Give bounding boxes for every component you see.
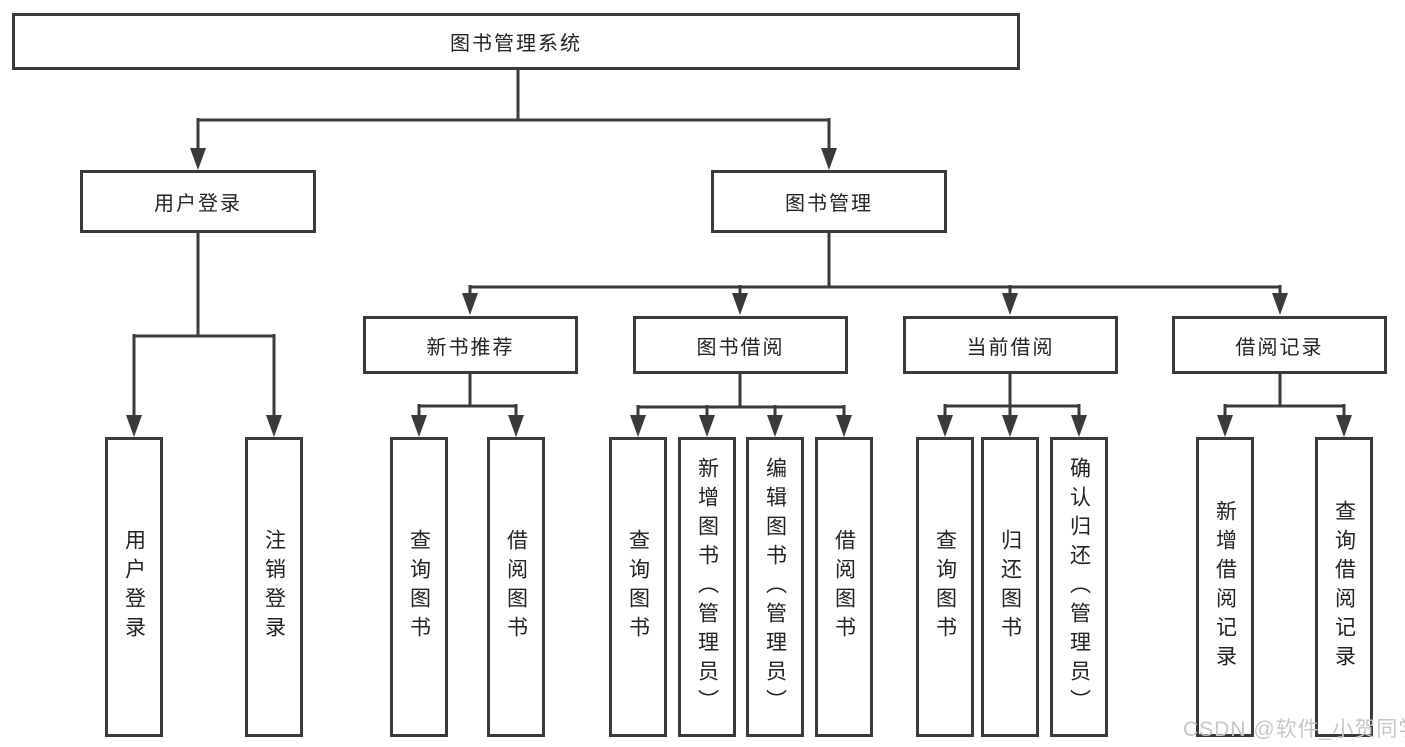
arrowhead (1002, 293, 1018, 315)
arrowhead (1071, 415, 1087, 437)
arrowhead (126, 415, 142, 437)
arrowhead (411, 415, 427, 437)
arrowhead (462, 293, 478, 315)
arrowhead (836, 415, 852, 437)
leaf-borrow-books: 借阅图书 (815, 437, 873, 737)
leaf-label: 新增图书（管理员） (695, 456, 719, 718)
connector-book-management-to-level3 (462, 233, 1288, 315)
arrowhead (190, 148, 206, 170)
leaf-label: 查询图书 (407, 529, 431, 645)
leaf-label: 查询借阅记录 (1332, 500, 1356, 674)
arrowhead (1272, 293, 1288, 315)
leaf-edit-books-admin: 编辑图书（管理员） (746, 437, 804, 737)
arrowhead (821, 148, 837, 170)
arrowhead (1002, 415, 1018, 437)
node-library-management-system: 图书管理系统 (12, 13, 1020, 70)
node-label: 用户登录 (154, 193, 242, 215)
leaf-label: 查询图书 (626, 529, 650, 645)
arrowhead (767, 415, 783, 437)
node-book-management: 图书管理 (711, 170, 947, 233)
leaf-logout: 注销登录 (245, 437, 303, 737)
node-label: 当前借阅 (966, 336, 1055, 359)
leaf-user-login: 用户登录 (105, 437, 163, 737)
arrowhead (699, 415, 715, 437)
leaf-query-books: 查询图书 (390, 437, 448, 737)
connector-user-login-to-leaves (126, 233, 282, 437)
leaf-confirm-return-admin: 确认归还（管理员） (1050, 437, 1108, 737)
connector-current-borrowing-to-leaves (937, 374, 1087, 437)
leaf-label: 编辑图书（管理员） (763, 456, 787, 718)
node-borrowing-records: 借阅记录 (1172, 316, 1387, 374)
leaf-query-books: 查询图书 (609, 437, 667, 737)
arrowhead (508, 415, 524, 437)
leaf-label: 新增借阅记录 (1213, 500, 1237, 674)
arrowhead (937, 415, 953, 437)
leaf-label: 查询图书 (933, 529, 957, 645)
leaf-add-borrow-record: 新增借阅记录 (1196, 437, 1254, 737)
leaf-label: 借阅图书 (504, 529, 528, 645)
node-book-borrowing: 图书借阅 (633, 316, 848, 374)
csdn-watermark: CSDN @软件_小贺同学 (1183, 718, 1405, 741)
connector-root-to-level2 (190, 70, 837, 170)
leaf-label: 注销登录 (262, 529, 286, 645)
arrowhead (1336, 415, 1352, 437)
leaf-label: 用户登录 (122, 529, 146, 645)
node-label: 借阅记录 (1235, 336, 1324, 359)
node-current-borrowing: 当前借阅 (903, 316, 1118, 374)
leaf-return-books: 归还图书 (981, 437, 1039, 737)
node-label: 图书管理 (785, 193, 873, 215)
leaf-borrow-books: 借阅图书 (487, 437, 545, 737)
leaf-add-books-admin: 新增图书（管理员） (678, 437, 736, 737)
arrowhead (1217, 415, 1233, 437)
leaf-label: 确认归还（管理员） (1067, 456, 1091, 718)
arrowhead (732, 293, 748, 315)
leaf-query-books: 查询图书 (916, 437, 974, 737)
connector-borrowing-records-to-leaves (1217, 374, 1352, 437)
arrowhead (266, 415, 282, 437)
node-new-book-recommendation: 新书推荐 (363, 316, 578, 374)
node-label: 新书推荐 (426, 336, 515, 359)
leaf-label: 借阅图书 (832, 529, 856, 645)
connector-new-book-recommendation-to-leaves (411, 374, 524, 437)
connector-book-borrowing-to-leaves (630, 374, 852, 437)
leaf-label: 归还图书 (998, 529, 1022, 645)
node-label: 图书管理系统 (450, 33, 582, 55)
leaf-query-borrow-record: 查询借阅记录 (1315, 437, 1373, 737)
arrowhead (630, 415, 646, 437)
node-label: 图书借阅 (696, 336, 785, 359)
node-user-login: 用户登录 (80, 170, 316, 233)
